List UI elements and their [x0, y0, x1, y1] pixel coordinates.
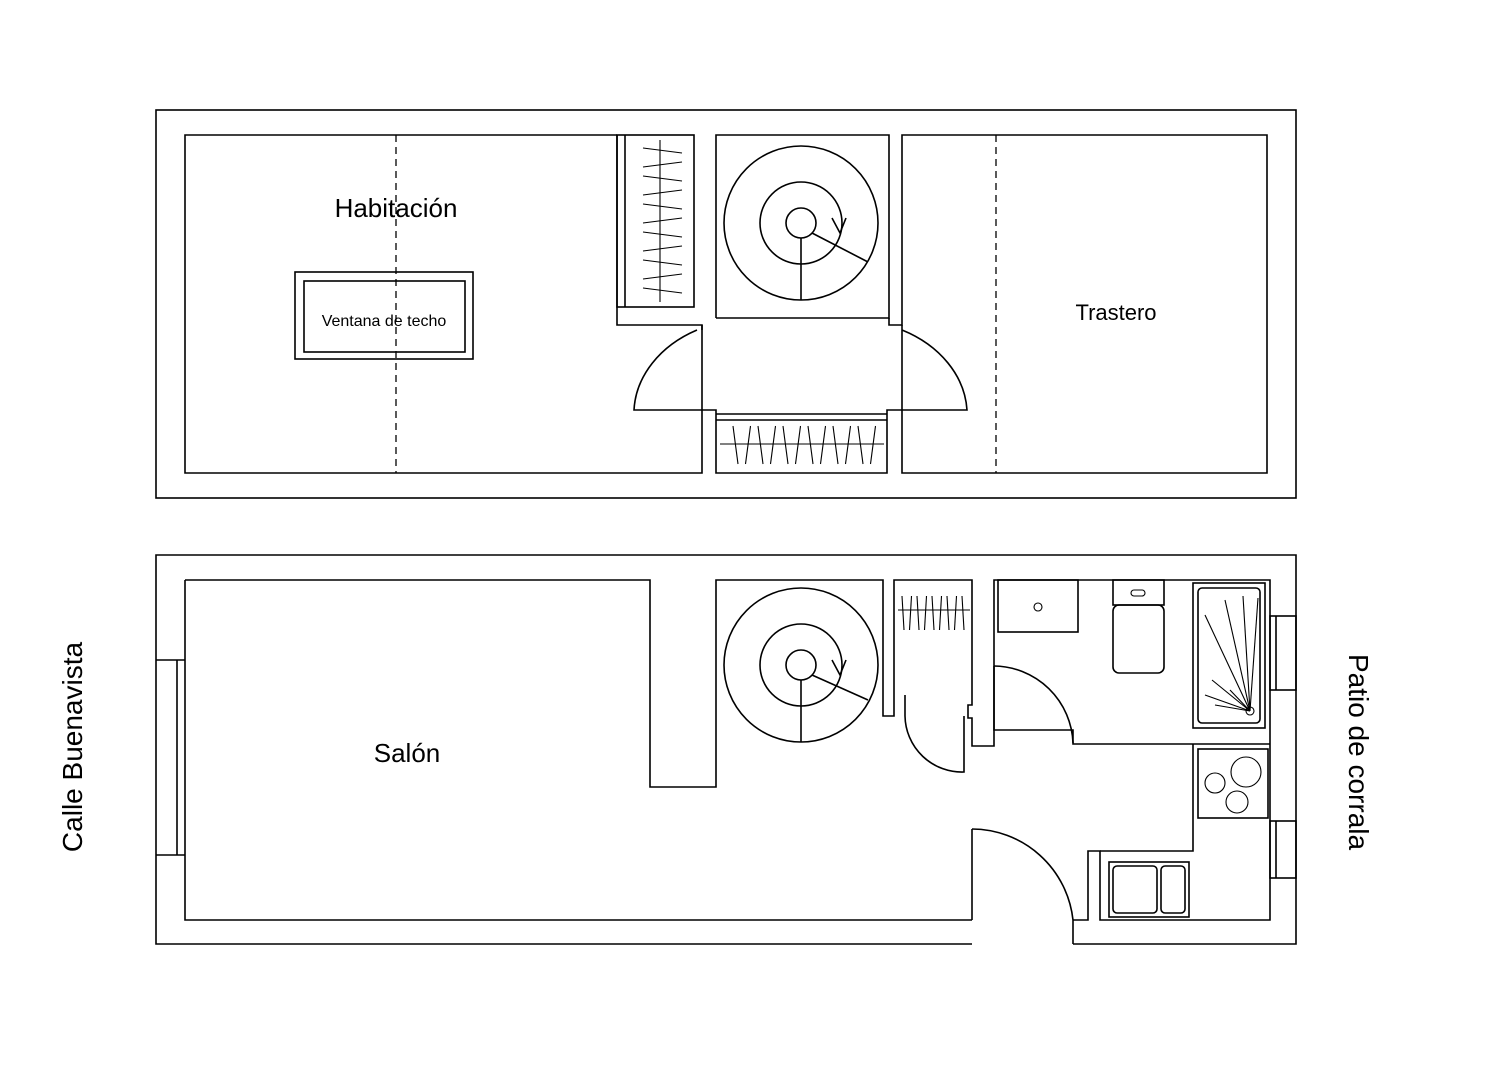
living-room-label: Salón: [374, 738, 441, 768]
upper-landing: [633, 329, 968, 474]
street-window: [156, 659, 185, 856]
courtyard-window: [1269, 820, 1297, 879]
cooktop-icon: [1197, 748, 1269, 819]
wardrobe-icon: [898, 595, 970, 631]
kitchen-sink-icon: [1108, 861, 1190, 918]
door-swing-icon: [904, 695, 965, 773]
skylight-label: Ventana de techo: [322, 313, 447, 330]
living-room-walls: [185, 579, 1271, 921]
upper-floor: Habitación Ventana de techo Trastero: [155, 109, 1297, 499]
storage-label: Trastero: [1075, 300, 1156, 325]
upper-stair-well: [715, 134, 890, 319]
lower-floor: Salón: [155, 554, 1297, 945]
skylight: [294, 271, 474, 360]
wardrobe-icon: [720, 425, 884, 465]
upper-outer-wall: [155, 109, 1297, 499]
lower-outer-wall: [155, 554, 1297, 945]
spiral-staircase-icon: [723, 145, 879, 301]
toilet-icon: [1112, 579, 1165, 674]
street-label: Calle Buenavista: [57, 642, 88, 853]
door-swing-icon: [971, 828, 1074, 944]
bedroom-walls: [184, 134, 703, 474]
spiral-staircase-icon: [723, 587, 879, 743]
courtyard-window: [1269, 615, 1297, 691]
wardrobe-icon: [616, 134, 695, 308]
door-swing-icon: [993, 665, 1074, 744]
shower-icon: [1192, 582, 1266, 729]
bathroom-wall: [993, 666, 1270, 745]
storage-walls: [888, 134, 1268, 474]
bedroom-label: Habitación: [335, 193, 458, 223]
sink-icon: [997, 579, 1079, 633]
courtyard-label: Patio de corrala: [1343, 654, 1374, 851]
kitchen-wall: [1100, 744, 1194, 852]
